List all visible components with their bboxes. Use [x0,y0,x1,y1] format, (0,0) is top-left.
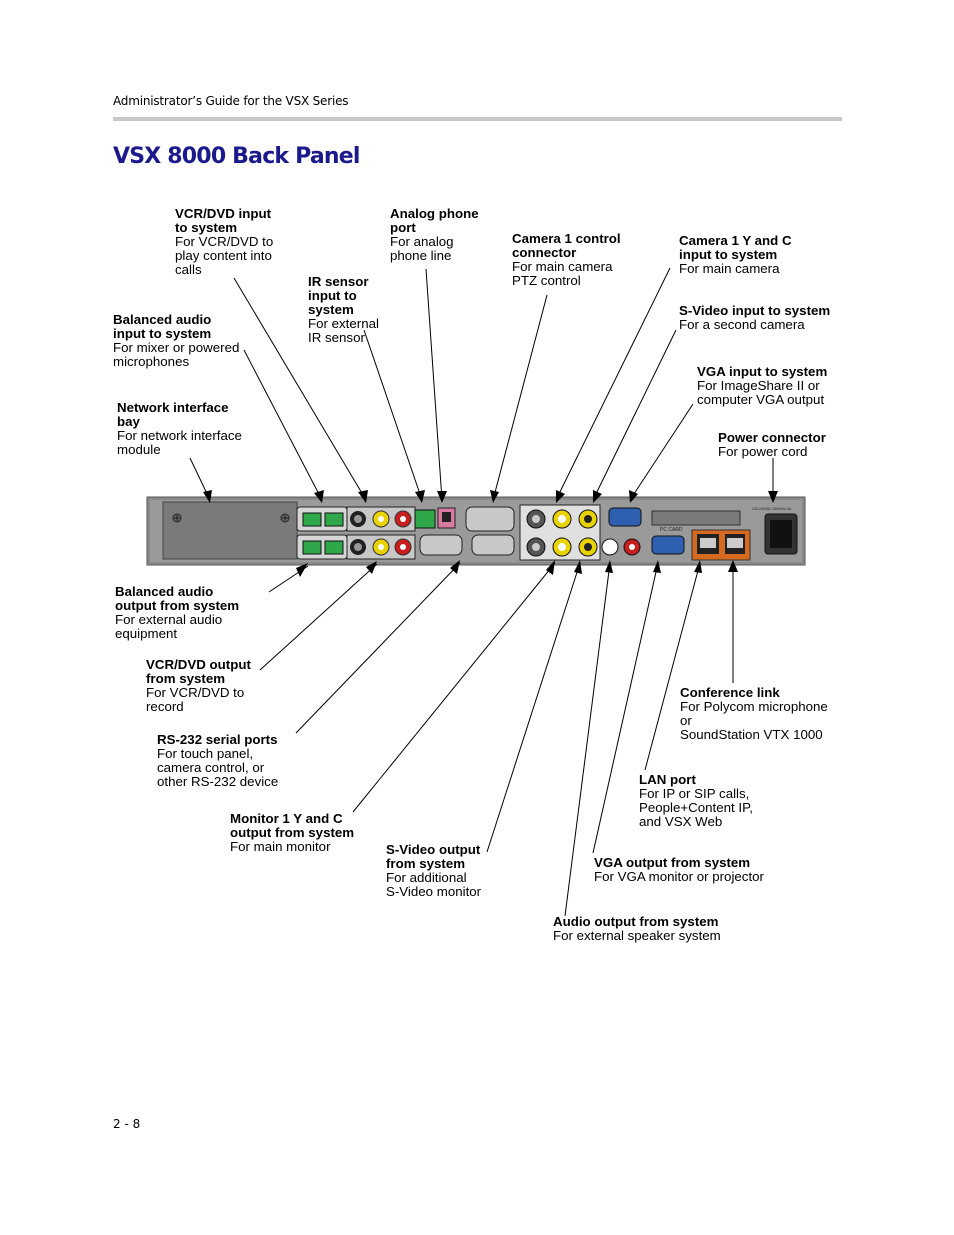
callout-network-bay: Network interface bay For network interf… [117,401,242,457]
callout-audio-output: Audio output from system For external sp… [553,915,721,943]
pc-card-label: PC CARD [660,527,683,533]
callout-title: VCR/DVD output from system [146,657,251,686]
callout-desc: For ImageShare II or computer VGA output [697,378,825,407]
callout-desc: For power cord [718,444,808,459]
running-header: Administrator’s Guide for the VSX Series [113,94,349,108]
callout-desc: For main monitor [230,839,331,854]
callout-desc: For external speaker system [553,928,721,943]
callout-desc: For additional S-Video monitor [386,870,482,899]
callout-analog-phone: Analog phone port For analog phone line [390,207,479,263]
callout-title: Camera 1 Y and C input to system [679,233,792,262]
callout-camera-control: Camera 1 control connector For main came… [512,232,621,288]
vga-lan-power-ports: PC CARD 100-240VAC 50/60Hz 4A [608,507,798,561]
callout-title: Power connector [718,430,826,445]
callout-desc: For mixer or powered microphones [113,340,240,369]
callout-vcr-dvd-output: VCR/DVD output from system For VCR/DVD t… [146,658,251,714]
callout-title: S-Video input to system [679,303,831,318]
callout-svideo-output: S-Video output from system For additiona… [386,843,481,899]
callout-title: IR sensor input to system [308,274,369,317]
callout-title: VGA output from system [594,855,751,870]
callout-desc: For external audio equipment [115,612,223,641]
callout-desc: For VCR/DVD to play content into calls [175,234,274,277]
callout-desc: For a second camera [679,317,805,332]
callout-balanced-audio-output: Balanced audio output from system For ex… [115,585,239,641]
callout-desc: For analog phone line [390,234,454,263]
callout-vcr-dvd-input: VCR/DVD input to system For VCR/DVD to p… [175,207,273,277]
callout-desc: For VGA monitor or projector [594,869,764,884]
callout-title: Camera 1 control connector [512,231,621,260]
callout-rs232: RS-232 serial ports For touch panel, cam… [157,733,278,789]
callout-desc: For main camera [679,261,780,276]
page-title: VSX 8000 Back Panel [113,144,360,169]
callout-title: Audio output from system [553,914,719,929]
callout-desc: For touch panel, camera control, or othe… [157,746,279,789]
callout-desc: For external IR sensor [308,316,379,345]
callout-vga-input: VGA input to system For ImageShare II or… [697,365,827,407]
callout-balanced-audio-input: Balanced audio input to system For mixer… [113,313,239,369]
callout-camera-yc-input: Camera 1 Y and C input to system For mai… [679,234,792,276]
vcr-av-ports [346,506,416,560]
camera-video-ports [519,504,641,561]
page-number: 2 - 8 [113,1117,141,1131]
callout-title: RS-232 serial ports [157,732,278,747]
callout-ir-sensor: IR sensor input to system For external I… [308,275,379,345]
callout-title: S-Video output from system [386,842,481,871]
callout-monitor-output: Monitor 1 Y and C output from system For… [230,812,354,854]
callout-desc: For main camera PTZ control [512,259,613,288]
leader-lines [189,267,774,917]
callout-title: Conference link [680,685,780,700]
callout-power-connector: Power connector For power cord [718,431,826,459]
callout-conference-link: Conference link For Polycom microphone o… [680,686,828,742]
callout-vga-output: VGA output from system For VGA monitor o… [594,856,764,884]
callout-desc: For Polycom microphone or SoundStation V… [680,699,828,742]
callout-desc: For network interface module [117,428,242,457]
ir-phone-serial-ports [414,506,515,556]
callout-lan-port: LAN port For IP or SIP calls, People+Con… [639,773,753,829]
callout-title: Analog phone port [390,206,479,235]
callout-desc: For IP or SIP calls, People+Content IP, … [639,786,753,829]
callout-desc: For VCR/DVD to record [146,685,245,714]
callout-title: LAN port [639,772,696,787]
voltage-label: 100-240VAC 50/60Hz 4A [752,507,792,511]
callout-svideo-input: S-Video input to system For a second cam… [679,304,830,332]
callout-title: Monitor 1 Y and C output from system [230,811,355,840]
header-rule [113,117,842,121]
callout-title: Network interface bay [117,400,229,429]
callout-title: Balanced audio input to system [113,312,212,341]
arrow-heads [203,490,778,577]
callout-title: Balanced audio output from system [115,584,240,613]
callout-title: VCR/DVD input to system [175,206,272,235]
callout-title: VGA input to system [697,364,828,379]
